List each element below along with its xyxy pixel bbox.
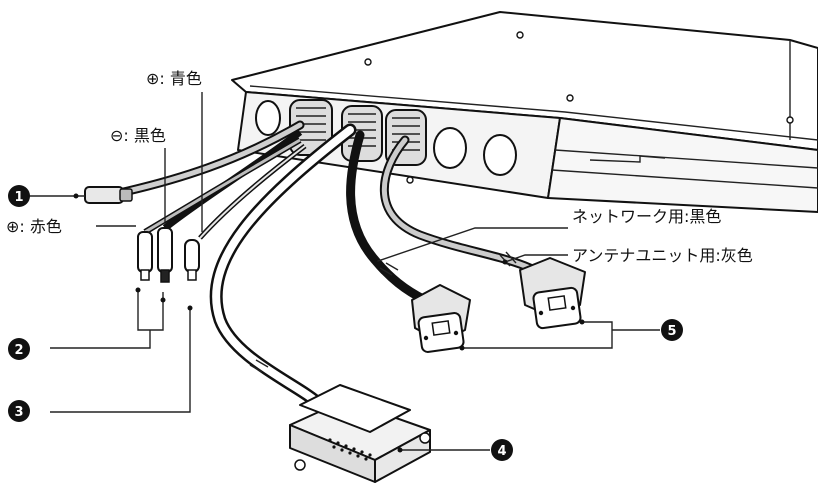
unit-top-seam bbox=[249, 85, 818, 141]
terminal-blue bbox=[184, 239, 200, 281]
dsub-connector bbox=[289, 384, 431, 483]
screw-3 bbox=[566, 94, 574, 102]
dsub-cable-break bbox=[249, 359, 269, 373]
label-plus-red: ⊕: 赤色 bbox=[6, 217, 62, 236]
front-hole-1 bbox=[255, 100, 281, 136]
leader-3 bbox=[50, 310, 191, 413]
terminal-black bbox=[157, 227, 173, 283]
callout-1: 1 bbox=[8, 185, 30, 207]
front-hole-3 bbox=[483, 134, 517, 176]
screw-2 bbox=[516, 31, 524, 39]
dsub-cable bbox=[209, 123, 357, 412]
network-cable-break bbox=[379, 262, 399, 276]
dsub-pins bbox=[328, 438, 372, 461]
network-cable bbox=[346, 130, 430, 305]
unit-side-slot bbox=[589, 155, 666, 163]
svg-text:1: 1 bbox=[14, 190, 23, 205]
network-connector bbox=[411, 284, 471, 353]
leader-5 bbox=[462, 321, 660, 349]
screw-5 bbox=[406, 176, 414, 184]
screw-1 bbox=[364, 58, 372, 66]
svg-text:5: 5 bbox=[667, 324, 676, 339]
svg-text:4: 4 bbox=[497, 444, 506, 459]
screw-4 bbox=[786, 116, 794, 124]
dsub-screw-right bbox=[419, 432, 431, 444]
label-antenna: アンテナユニット用:灰色 bbox=[572, 246, 753, 265]
leader-2 bbox=[50, 292, 164, 349]
leader-lines bbox=[28, 92, 660, 453]
svg-text:2: 2 bbox=[14, 343, 23, 358]
terminal-red bbox=[137, 231, 153, 281]
fuse-holder bbox=[84, 186, 133, 204]
callout-2: 2 bbox=[8, 338, 30, 360]
main-unit bbox=[231, 11, 818, 213]
label-plus-blue: ⊕: 青色 bbox=[146, 69, 202, 88]
unit-side-rail bbox=[551, 149, 818, 189]
front-hole-2 bbox=[433, 127, 467, 169]
leader-antenna bbox=[504, 254, 568, 263]
svg-text:3: 3 bbox=[14, 405, 23, 420]
callout-3: 3 bbox=[8, 400, 30, 422]
dsub-screw-left bbox=[294, 459, 306, 471]
leader-network bbox=[374, 227, 568, 263]
label-minus-black: ⊖: 黒色 bbox=[110, 126, 166, 145]
label-network: ネットワーク用:黒色 bbox=[572, 207, 721, 226]
power-cable-bundle bbox=[105, 120, 307, 240]
antenna-connector bbox=[519, 257, 586, 330]
callout-4: 4 bbox=[491, 439, 513, 461]
unit-side-face bbox=[547, 117, 818, 213]
callout-5: 5 bbox=[661, 319, 683, 341]
